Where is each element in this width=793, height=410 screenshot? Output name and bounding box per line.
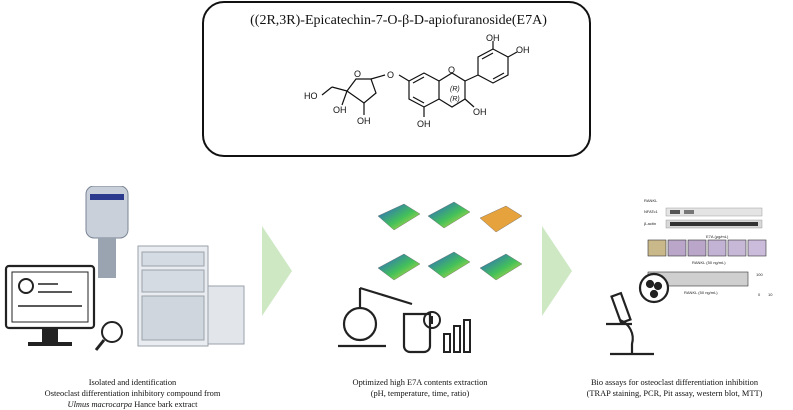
caption-bioassay: Bio assays for osteoclast differentiatio… bbox=[556, 377, 793, 399]
compound-title: ((2R,3R)-Epicatechin-7-O-β-D-apiofuranos… bbox=[250, 13, 547, 28]
atom-oh-right: OH bbox=[516, 45, 530, 55]
atom-oh-sugar2: OH bbox=[333, 105, 347, 115]
caption-isolation-line2: Osteoclast differentiation inhibitory co… bbox=[44, 389, 221, 398]
isolation-illustration bbox=[4, 186, 245, 351]
caption-isolation: Isolated and identification Osteoclast d… bbox=[0, 377, 265, 410]
caption-bioassay-line2: (TRAP staining, PCR, Pit assay, western … bbox=[586, 389, 763, 398]
pit-rankl-label: RANKL (50 ng/mL) bbox=[684, 290, 718, 295]
flow-arrow-2 bbox=[542, 226, 572, 316]
species-rest: Hance bark extract bbox=[132, 400, 198, 409]
blot-label-actin: β-actin bbox=[644, 221, 656, 226]
response-surface-grid bbox=[377, 201, 523, 281]
atom-o-bridge: O bbox=[387, 70, 394, 80]
flow-arrow-1 bbox=[262, 226, 292, 316]
extraction-illustration bbox=[338, 201, 523, 354]
caption-bioassay-line1: Bio assays for osteoclast differentiatio… bbox=[590, 378, 759, 387]
axis-0: 0 bbox=[758, 292, 761, 297]
caption-extraction-line1: Optimized high E7A contents extraction bbox=[352, 378, 488, 387]
distillation-icon bbox=[338, 286, 432, 354]
nmr-band bbox=[90, 194, 124, 200]
compound-box: ((2R,3R)-Epicatechin-7-O-β-D-apiofuranos… bbox=[202, 1, 591, 157]
species-name: Ulmus macrocarpa bbox=[67, 400, 133, 409]
trap-staining-row: E7A (μg/mL) RANKL (50 ng/mL) bbox=[647, 234, 767, 265]
nmr-stand bbox=[98, 238, 116, 278]
pit-assay-row: RANKL (50 ng/mL) 100 0 10 bbox=[647, 271, 773, 297]
atom-oh-top: OH bbox=[486, 33, 500, 43]
stereo-r2: (R) bbox=[450, 96, 460, 103]
atom-o-sugar: O bbox=[354, 69, 361, 79]
caption-isolation-line1: Isolated and identification bbox=[88, 378, 177, 387]
atom-ho-sugar: HO bbox=[304, 91, 318, 101]
caption-isolation-line3: Ulmus macrocarpa Hance bark extract bbox=[0, 399, 265, 410]
atom-o-ring: O bbox=[448, 65, 455, 75]
magnifier-icon bbox=[101, 321, 123, 343]
nmr-magnet bbox=[85, 186, 129, 239]
chemical-structure: O O OH OH OH OH OH OH HO O (R) (R) bbox=[304, 33, 530, 129]
ms-unit bbox=[207, 285, 245, 345]
axis-100: 100 bbox=[756, 272, 763, 277]
atom-oh-c3: OH bbox=[473, 107, 487, 117]
western-blot: RANKL NFATc1 β-actin bbox=[644, 198, 763, 229]
axis-10: 10 bbox=[768, 292, 773, 297]
microscope-icon bbox=[606, 272, 670, 356]
blot-label-rankl: RANKL bbox=[644, 198, 658, 203]
growth-chart-icon bbox=[423, 311, 471, 353]
trap-label: E7A (μg/mL) bbox=[706, 234, 729, 239]
caption-extraction-line2: (pH, temperature, time, ratio) bbox=[370, 389, 470, 398]
caption-extraction: Optimized high E7A contents extraction (… bbox=[300, 377, 540, 399]
stereo-r1: (R) bbox=[450, 86, 460, 93]
blot-label-nfatc1: NFATc1 bbox=[644, 209, 658, 214]
atom-oh-a-ring: OH bbox=[417, 119, 431, 129]
atom-oh-sugar1: OH bbox=[357, 116, 371, 126]
trap-rankl-label: RANKL (50 ng/mL) bbox=[692, 260, 726, 265]
bioassay-illustration: RANKL NFATc1 β-actin E7A (μg/mL) RANKL (… bbox=[606, 198, 773, 356]
